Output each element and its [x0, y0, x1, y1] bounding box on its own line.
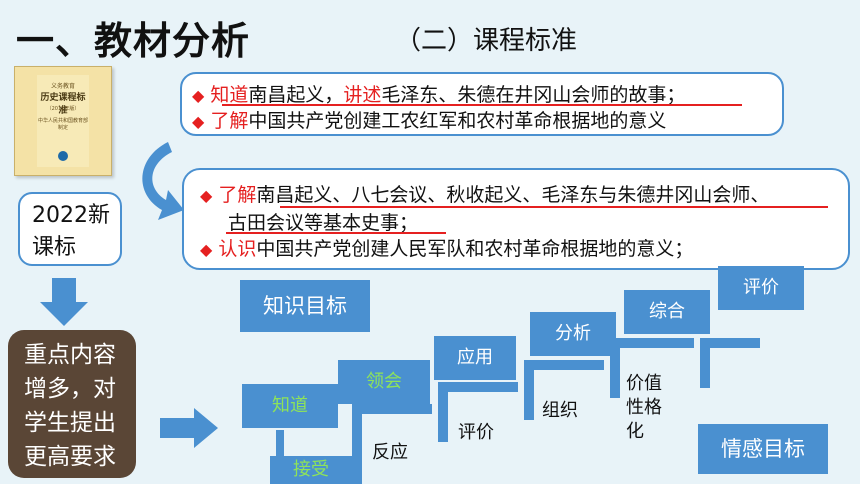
level-analyze: 分析 — [530, 312, 616, 356]
curriculum-2022-label: 2022新 课标 — [18, 192, 122, 266]
stair-tread — [352, 404, 432, 414]
stair-tread — [438, 382, 518, 392]
level-organize: 组织 — [542, 400, 578, 421]
standard-2022-box: ◆ 了解南昌起义、八七会议、秋收起义、毛泽东与朱德井冈山会师、 古田会议等基本史事… — [182, 168, 850, 270]
level-characterize: 价值性格化 — [626, 373, 662, 442]
verb-highlight: 讲述 — [343, 84, 382, 106]
diamond-bullet-icon: ◆ — [200, 186, 213, 205]
standard-text: 南昌起义， — [248, 84, 344, 106]
stair-riser — [438, 382, 448, 442]
standard-2011-line-1: ◆ 知道南昌起义，讲述毛泽东、朱德在井冈山会师的故事； — [192, 80, 685, 107]
verb-highlight: 认识 — [218, 238, 257, 260]
diamond-bullet-icon: ◆ — [192, 112, 205, 131]
label-line: 2022新 — [32, 203, 110, 228]
stair-tread — [524, 360, 604, 370]
conclusion-line: 重点内容 — [24, 342, 116, 368]
standard-2022-line-1: ◆ 了解南昌起义、八七会议、秋收起义、毛泽东与朱德井冈山会师、 — [200, 180, 769, 207]
section-subtitle: （二）课程标准 — [395, 26, 578, 56]
book-title: 历史课程标准 — [40, 93, 86, 116]
level-value: 评价 — [458, 422, 494, 443]
standard-text: 南昌起义、八七会议、秋收起义、毛泽东与朱德井冈山会师、 — [256, 184, 770, 206]
standard-text: 中国共产党创建工农红军和农村革命根据地的意义 — [248, 110, 667, 132]
stair-riser — [700, 338, 710, 388]
red-underline — [226, 232, 446, 234]
verb-highlight: 了解 — [218, 184, 257, 206]
red-underline — [222, 104, 742, 106]
stair-riser — [276, 430, 284, 460]
curriculum-book-cover: 义务教育 历史课程标准 （2011年版） 中华人民共和国教育部制定 — [14, 66, 112, 176]
book-series: 义务教育 — [50, 83, 75, 90]
conclusion-line: 增多，对 — [24, 376, 116, 402]
stair-riser — [610, 338, 620, 398]
conclusion-line: 更高要求 — [24, 444, 116, 470]
level-synthesize: 综合 — [624, 290, 710, 334]
standard-text: 古田会议等基本史事； — [228, 212, 419, 234]
curved-arrow-icon — [142, 142, 184, 220]
verb-highlight: 知道 — [210, 84, 249, 106]
book-cover-panel: 义务教育 历史课程标准 （2011年版） 中华人民共和国教育部制定 — [37, 75, 89, 167]
level-comprehend: 领会 — [338, 360, 430, 404]
diamond-bullet-icon: ◆ — [200, 240, 213, 259]
red-underline — [280, 206, 828, 208]
conclusion-box: 重点内容 增多，对 学生提出 更高要求 — [8, 330, 136, 478]
diamond-bullet-icon: ◆ — [192, 86, 205, 105]
level-respond: 反应 — [372, 442, 408, 463]
stair-riser — [352, 404, 362, 484]
stair-riser — [524, 360, 534, 420]
book-publisher: 中华人民共和国教育部制定 — [37, 118, 88, 131]
knowledge-goal-box: 知识目标 — [240, 280, 370, 332]
right-arrow-icon — [160, 408, 218, 448]
standard-text: 毛泽东、朱德在井冈山会师的故事； — [381, 84, 686, 106]
standard-2022-line-2: 古田会议等基本史事； — [228, 208, 418, 235]
level-apply: 应用 — [434, 336, 516, 380]
level-receive: 接受 — [270, 456, 352, 484]
standard-text: 中国共产党创建人民军队和农村革命根据地的意义； — [256, 238, 694, 260]
emotion-goal-box: 情感目标 — [698, 424, 828, 474]
level-know: 知道 — [242, 384, 338, 428]
label-line: 课标 — [32, 235, 77, 260]
down-arrow-icon — [40, 278, 88, 326]
standard-2022-line-3: ◆ 认识中国共产党创建人民军队和农村革命根据地的意义； — [200, 234, 693, 261]
level-evaluate: 评价 — [718, 266, 804, 310]
standard-2011-line-2: ◆ 了解中国共产党创建工农红军和农村革命根据地的意义 — [192, 106, 666, 133]
stair-tread — [700, 338, 760, 348]
verb-highlight: 了解 — [210, 110, 249, 132]
stair-tread — [610, 338, 694, 348]
page-title: 一、教材分析 — [16, 19, 251, 63]
book-seal-icon — [58, 151, 68, 161]
book-edition: （2011年版） — [46, 106, 80, 112]
conclusion-line: 学生提出 — [24, 410, 116, 436]
standard-2011-box: ◆ 知道南昌起义，讲述毛泽东、朱德在井冈山会师的故事； ◆ 了解中国共产党创建工农红… — [180, 72, 784, 136]
